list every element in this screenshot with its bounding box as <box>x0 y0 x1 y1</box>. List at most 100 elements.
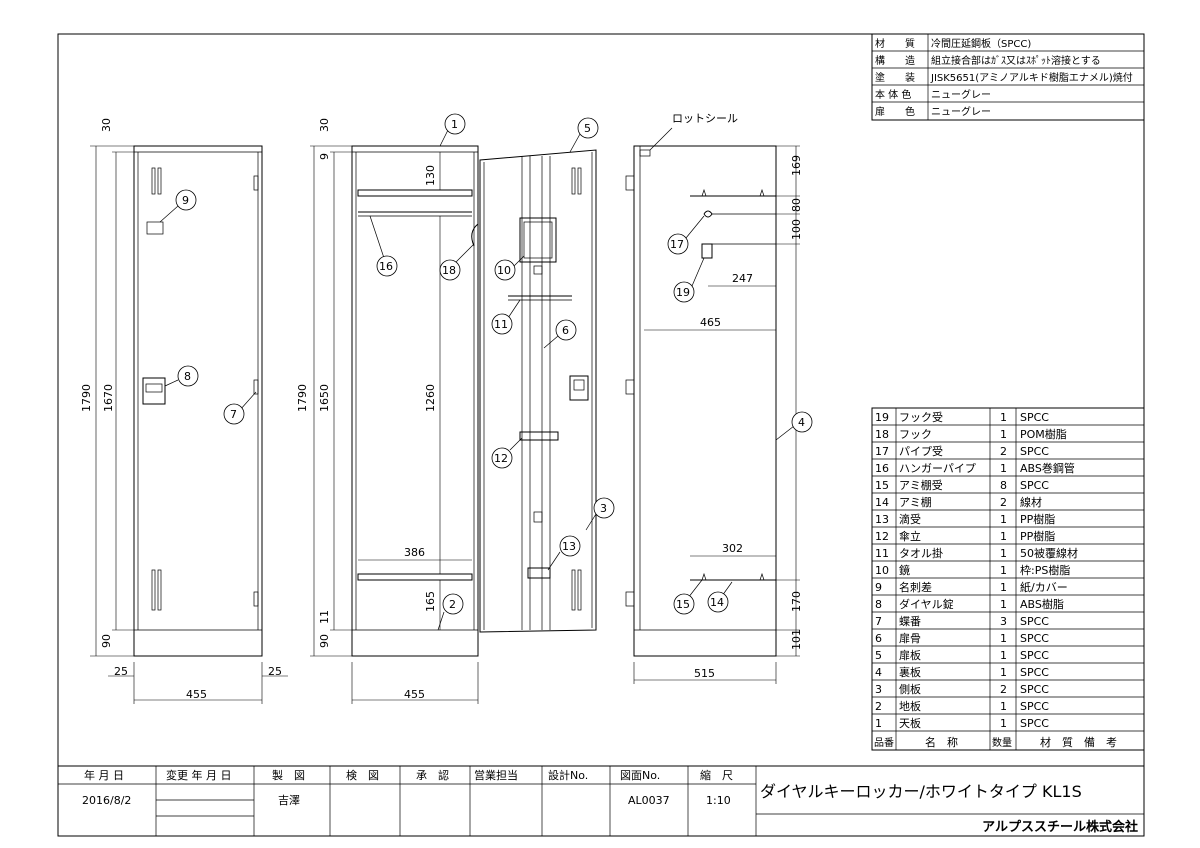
part-number: 6 <box>875 632 882 645</box>
part-name: アミ棚受 <box>899 478 943 492</box>
part-material: SPCC <box>1020 666 1049 679</box>
drafter-name: 吉澤 <box>278 794 300 807</box>
spec-value: ニューグレー <box>931 88 991 101</box>
part-number: 4 <box>875 666 882 679</box>
side-view: ロットシール 169 80 100 170 101 247 <box>625 112 813 684</box>
balloon-8: 8 <box>184 370 191 383</box>
side-dim-170: 170 <box>790 591 803 612</box>
part-name: 扉板 <box>899 648 921 662</box>
part-material: POM樹脂 <box>1020 427 1067 441</box>
section-dim-pipe: 1260 <box>424 384 437 412</box>
part-name: 鏡 <box>899 563 910 577</box>
balloon-2: 2 <box>449 598 456 611</box>
part-quantity: 1 <box>1000 411 1007 424</box>
spec-value: ニューグレー <box>931 105 991 118</box>
part-number: 15 <box>875 479 889 492</box>
lot-seal <box>639 149 651 157</box>
part-quantity: 2 <box>1000 496 1007 509</box>
spec-table: 材 質冷間圧延鋼板（SPCC)構 造組立接合部はｶﾞｽ又はｽﾎﾟｯﾄ溶接とする塗… <box>871 33 1145 121</box>
part-number: 17 <box>875 445 889 458</box>
side-dim-169: 169 <box>790 155 803 176</box>
part-material: 50被覆線材 <box>1020 546 1078 560</box>
part-number: 14 <box>875 496 889 509</box>
part-material: 線材 <box>1020 495 1042 509</box>
front-dim-side-left: 25 <box>114 665 128 678</box>
spec-value: 組立接合部はｶﾞｽ又はｽﾎﾟｯﾄ溶接とする <box>931 54 1101 67</box>
balloon-7: 7 <box>230 408 237 421</box>
part-material: PP樹脂 <box>1020 529 1055 543</box>
side-dim-247: 247 <box>732 272 753 285</box>
front-view: 30 1790 1670 90 25 25 455 9 8 7 <box>80 118 288 704</box>
spec-label: 本 体 色 <box>875 88 911 101</box>
balloon-12: 12 <box>494 452 508 465</box>
part-material: SPCC <box>1020 683 1049 696</box>
parts-header-qty: 数量 <box>992 736 1012 749</box>
section-cabinet <box>351 145 479 657</box>
part-name: 蝶番 <box>899 614 921 628</box>
part-number: 16 <box>875 462 889 475</box>
part-number: 8 <box>875 598 882 611</box>
title-block-header: 年 月 日 <box>84 768 124 782</box>
part-material: ABS巻鋼管 <box>1020 461 1075 475</box>
pipe-holder <box>703 210 713 218</box>
part-quantity: 3 <box>1000 615 1007 628</box>
part-quantity: 1 <box>1000 717 1007 730</box>
parts-header-name: 名 称 <box>925 735 958 749</box>
parts-row: 15 アミ棚受 8 SPCC <box>875 478 1049 492</box>
door-lock <box>569 375 589 401</box>
balloon-3: 3 <box>600 502 607 515</box>
part-quantity: 8 <box>1000 479 1007 492</box>
spec-label: 塗 装 <box>875 71 915 84</box>
title-block-header: 営業担当 <box>474 768 518 782</box>
part-name: アミ棚 <box>899 495 932 509</box>
umbrella-stand <box>519 431 559 441</box>
hook <box>471 223 479 247</box>
lot-seal-label: ロットシール <box>672 112 738 125</box>
section-dim-total: 1790 <box>296 384 309 412</box>
part-material: SPCC <box>1020 479 1049 492</box>
part-name: フック受 <box>899 411 943 424</box>
title-block-header: 検 図 <box>346 768 379 782</box>
parts-header-material: 材 質 備 考 <box>1040 735 1117 749</box>
front-dim-total: 1790 <box>80 384 93 412</box>
section-dim-top2: 9 <box>318 153 331 160</box>
part-quantity: 1 <box>1000 700 1007 713</box>
part-material: PP樹脂 <box>1020 512 1055 526</box>
balloon-11: 11 <box>494 318 508 331</box>
hinge <box>253 175 259 191</box>
section-dim-shelf: 130 <box>424 165 437 186</box>
part-number: 18 <box>875 428 889 441</box>
front-dim-base: 90 <box>100 634 113 648</box>
balloon-13: 13 <box>562 540 576 553</box>
section-dim-bottom: 165 <box>424 591 437 612</box>
dial-lock <box>142 377 166 405</box>
balloon-9: 9 <box>182 194 189 207</box>
part-material: ABS樹脂 <box>1020 597 1064 611</box>
section-dim-inner: 386 <box>404 546 425 559</box>
part-number: 10 <box>875 564 889 577</box>
balloon-5: 5 <box>584 122 591 135</box>
part-quantity: 2 <box>1000 683 1007 696</box>
part-name: パイプ受 <box>899 445 943 458</box>
part-quantity: 1 <box>1000 513 1007 526</box>
spec-label: 扉 色 <box>875 105 915 118</box>
parts-header-no: 品番 <box>874 737 894 749</box>
part-number: 9 <box>875 581 882 594</box>
company-name: アルプススチール株式会社 <box>982 819 1138 835</box>
part-name: ダイヤル錠 <box>899 597 954 611</box>
part-material: SPCC <box>1020 632 1049 645</box>
balloon-19: 19 <box>676 286 690 299</box>
side-dim-80: 80 <box>790 198 803 212</box>
part-number: 3 <box>875 683 882 696</box>
section-dim-base2: 11 <box>318 610 331 624</box>
